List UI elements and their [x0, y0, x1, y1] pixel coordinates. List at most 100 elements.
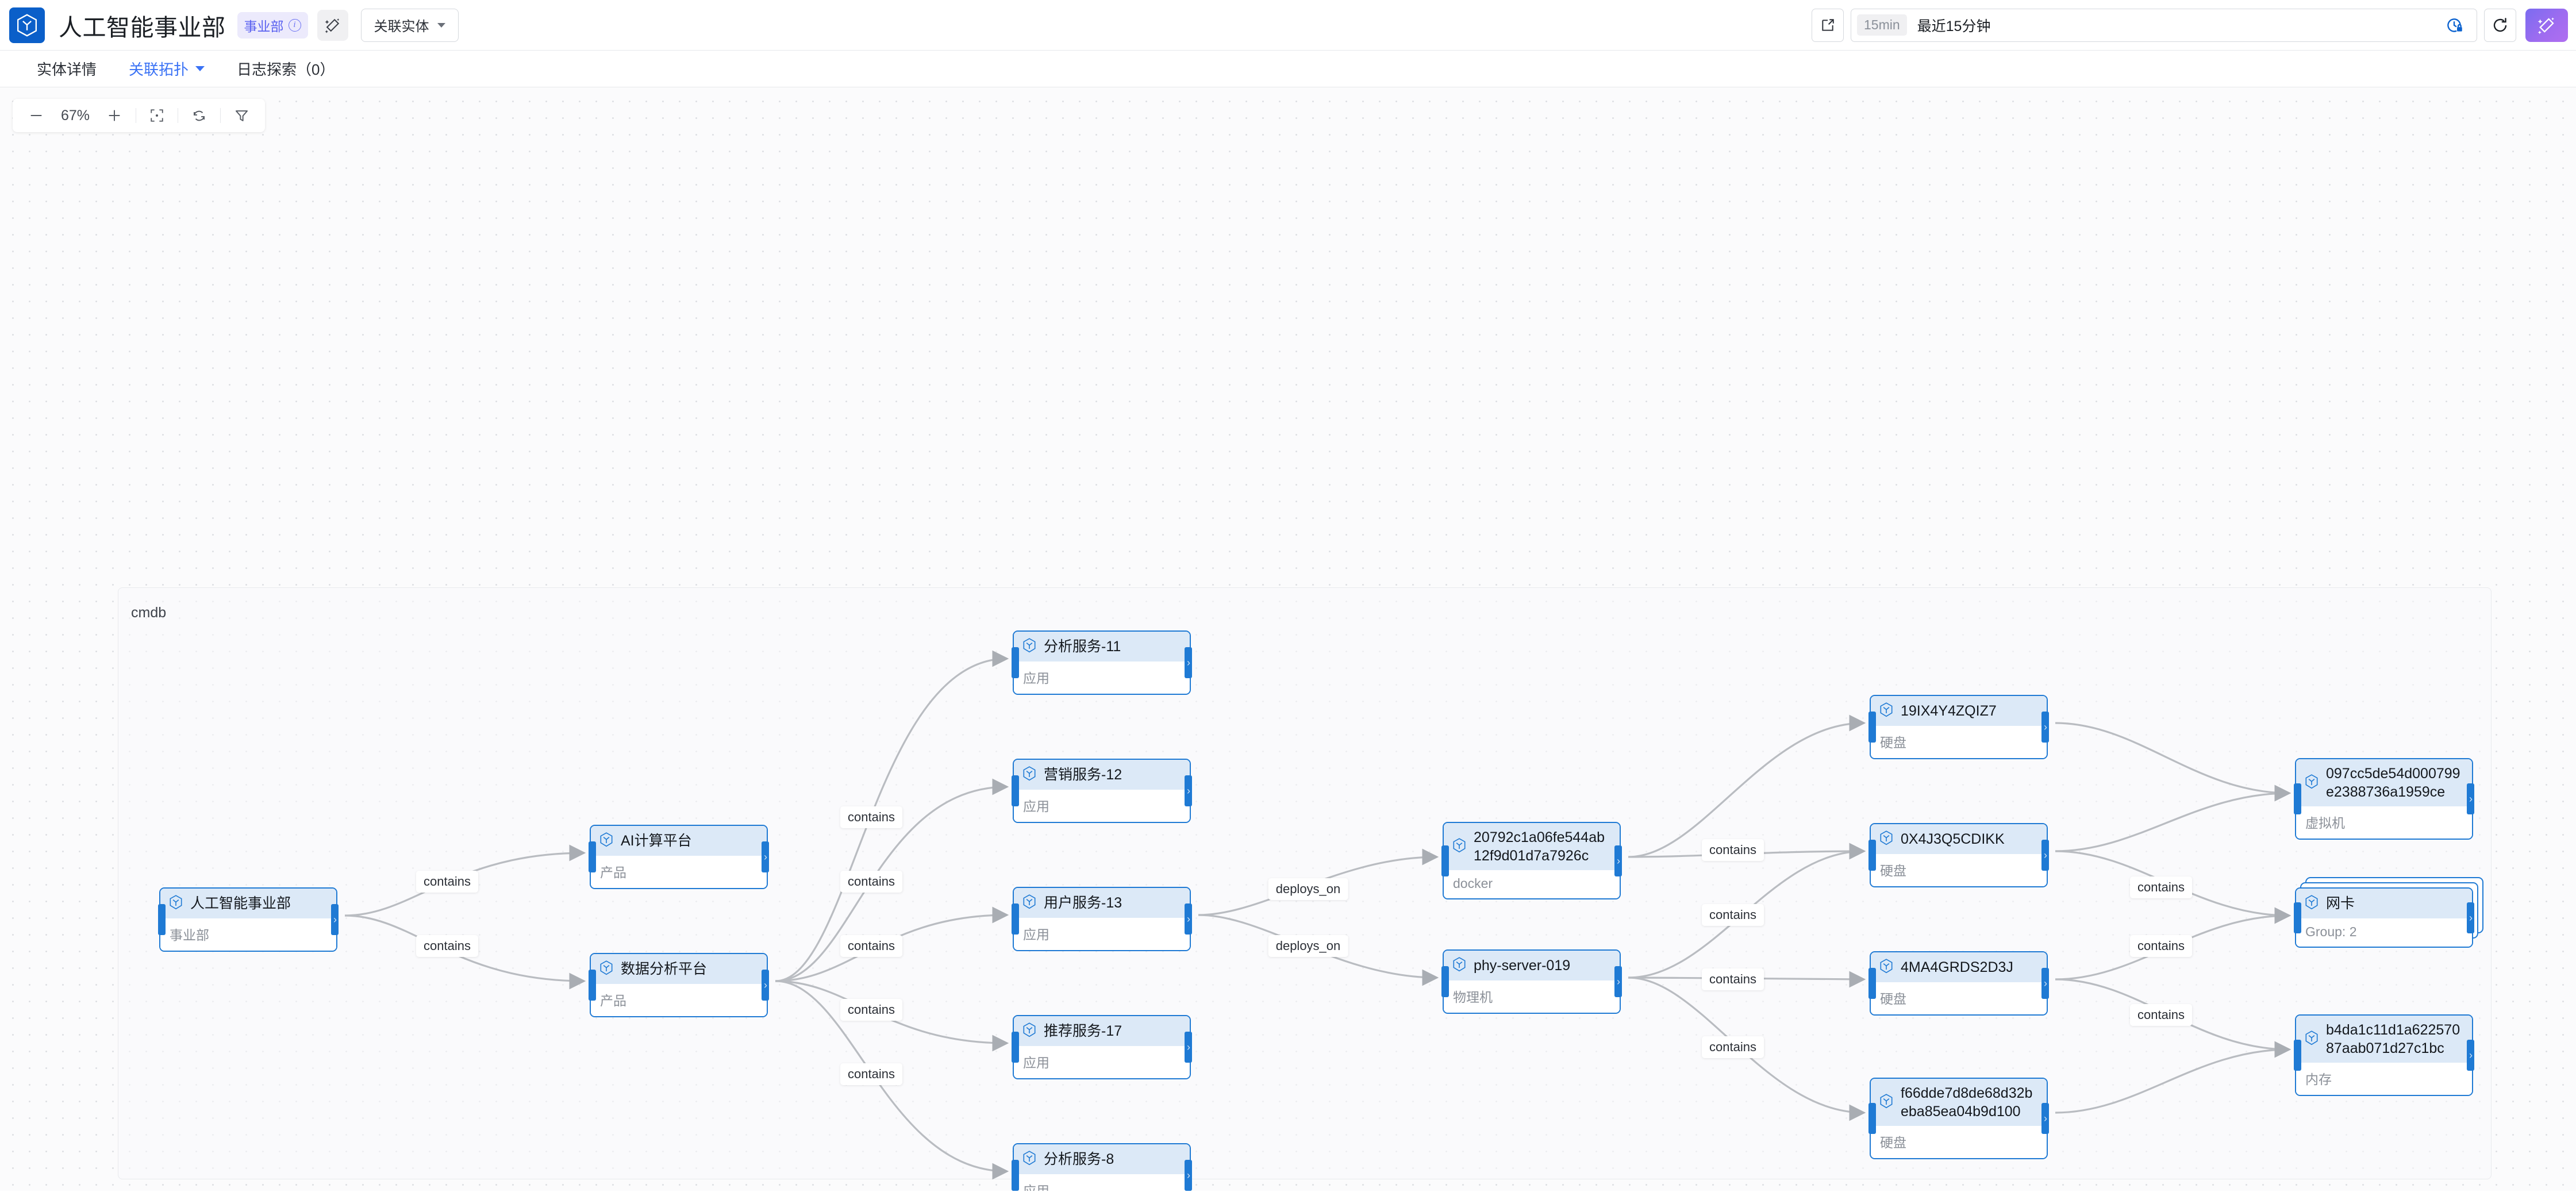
entity-type-label: 事业部 — [244, 18, 284, 34]
filter-button[interactable] — [226, 99, 257, 132]
node-handle-right[interactable]: › — [762, 841, 769, 872]
node-handle-left[interactable] — [2294, 1040, 2301, 1071]
node-title: 20792c1a06fe544ab12f9d01d7a7926c — [1474, 829, 1605, 864]
node-body: 20792c1a06fe544ab12f9d01d7a7926c docker — [1444, 823, 1620, 898]
cube-icon — [1879, 702, 1894, 721]
cube-icon — [1022, 894, 1037, 913]
node-subtitle: 应用 — [1014, 918, 1190, 950]
node-handle-left[interactable] — [158, 904, 166, 935]
clock-lock-icon[interactable] — [2437, 17, 2471, 34]
tab-2[interactable]: 日志探索（0） — [221, 58, 351, 79]
node-handle-right[interactable]: › — [2467, 1040, 2474, 1071]
node-handle-right[interactable]: › — [2041, 968, 2049, 999]
ai-copilot-button[interactable] — [2525, 8, 2568, 42]
node-handle-left[interactable] — [1012, 775, 1019, 806]
node-handle-right[interactable]: › — [1185, 903, 1192, 935]
node-handle-left[interactable] — [1868, 712, 1876, 743]
node-subtitle: 事业部 — [160, 918, 336, 951]
node-handle-left[interactable] — [2294, 783, 2301, 814]
node-handle-right[interactable]: › — [2467, 783, 2474, 814]
node-subtitle: 产品 — [591, 856, 767, 888]
node-handle-left[interactable] — [1012, 903, 1019, 935]
graph-node-p1[interactable]: AI计算平台产品› — [589, 825, 769, 889]
toolbar-divider — [220, 108, 221, 123]
node-handle-left[interactable] — [1012, 1160, 1019, 1191]
node-handle-right[interactable]: › — [2041, 712, 2049, 743]
node-header: 营销服务-12 — [1014, 760, 1190, 790]
tab-1[interactable]: 关联拓扑 — [113, 58, 221, 79]
ai-assist-button[interactable] — [317, 9, 348, 41]
time-range-picker[interactable]: 15min 最近15分钟 — [1851, 8, 2477, 42]
node-handle-right[interactable]: › — [1185, 775, 1192, 806]
cube-icon — [599, 832, 614, 851]
graph-node-root[interactable]: 人工智能事业部事业部› — [158, 887, 339, 952]
node-handle-left[interactable] — [1012, 1032, 1019, 1063]
node-handle-right[interactable]: › — [2467, 902, 2474, 933]
node-title: 人工智能事业部 — [190, 895, 291, 912]
tab-0[interactable]: 实体详情 — [21, 58, 113, 79]
cube-icon — [599, 960, 614, 979]
node-handle-left[interactable] — [1868, 840, 1876, 871]
related-entity-dropdown[interactable]: 关联实体 — [360, 8, 459, 42]
node-handle-right[interactable]: › — [1185, 1032, 1192, 1063]
node-handle-left[interactable] — [1012, 647, 1019, 678]
node-handle-right[interactable]: › — [1614, 966, 1622, 997]
node-handle-left[interactable] — [2294, 902, 2301, 933]
edge-label: contains — [1702, 1036, 1764, 1058]
node-handle-left[interactable] — [1868, 1103, 1876, 1134]
node-handle-left[interactable] — [1868, 968, 1876, 999]
node-title: f66dde7d8de68d32beba85ea04b9d100 — [1901, 1085, 2033, 1120]
node-handle-left[interactable] — [589, 970, 596, 1001]
node-handle-right[interactable]: › — [1614, 845, 1622, 876]
chevron-down-icon — [437, 22, 445, 28]
graph-node-d1[interactable]: 20792c1a06fe544ab12f9d01d7a7926c docker› — [1441, 822, 1622, 899]
node-handle-left[interactable] — [1441, 845, 1449, 876]
topology-canvas[interactable]: 67% cmdb — [0, 87, 2576, 1191]
node-handle-left[interactable] — [589, 841, 596, 872]
zoom-out-button[interactable] — [21, 99, 52, 132]
open-external-button[interactable] — [1812, 8, 1844, 42]
cube-icon — [1022, 637, 1037, 656]
reload-layout-button[interactable] — [184, 99, 214, 132]
graph-node-p2[interactable]: 数据分析平台产品› — [589, 953, 769, 1017]
group-label: cmdb — [131, 605, 167, 621]
zoom-in-button[interactable] — [99, 99, 130, 132]
node-handle-right[interactable]: › — [1185, 647, 1192, 678]
node-header: 推荐服务-17 — [1014, 1016, 1190, 1046]
node-handle-left[interactable] — [1441, 966, 1449, 997]
node-handle-right[interactable]: › — [331, 904, 339, 935]
tab-label: 日志探索（0） — [237, 61, 335, 78]
node-title: 097cc5de54d000799e2388736a1959ce — [2326, 766, 2460, 800]
node-handle-right[interactable]: › — [2041, 840, 2049, 871]
node-handle-right[interactable]: › — [2041, 1103, 2049, 1134]
cube-icon — [2304, 894, 2319, 913]
edge-label: deploys_on — [1268, 935, 1348, 957]
node-title: 分析服务-11 — [1044, 639, 1121, 655]
node-handle-right[interactable]: › — [1185, 1160, 1192, 1191]
refresh-button[interactable] — [2484, 8, 2516, 42]
info-icon[interactable]: i — [288, 18, 301, 32]
cube-icon — [2304, 1030, 2319, 1049]
node-handle-right[interactable]: › — [762, 970, 769, 1001]
cube-icon — [168, 894, 183, 913]
fit-to-screen-button[interactable] — [142, 99, 172, 132]
node-subtitle: docker — [1444, 870, 1620, 898]
